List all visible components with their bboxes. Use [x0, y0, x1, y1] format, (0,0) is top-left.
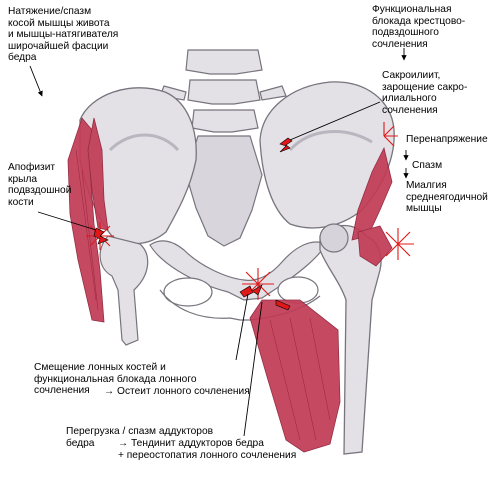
lumbar-vertebrae — [159, 49, 287, 133]
label-myalgia: Миалгия среднеягодичной мышцы — [406, 180, 488, 215]
label-sacroiliac-block: Функциональная блокада крестцово- подвзд… — [372, 4, 466, 50]
left-obturator-foramen — [163, 277, 213, 307]
label-spasm: Спазм — [412, 160, 443, 171]
right-obturator-foramen — [277, 276, 319, 304]
left-femur — [99, 235, 149, 346]
pain-markers — [86, 122, 414, 300]
adductor-muscles — [249, 299, 341, 453]
label-osteitis: → Остеит лонного сочленения — [104, 386, 250, 397]
label-tension: Натяжение/спазм косой мышцы живота и мыш… — [8, 6, 119, 64]
pain-zigzags — [93, 137, 293, 311]
label-adductor-tendinitis: → Тендинит аддукторов бедра + переостопа… — [118, 438, 297, 461]
right-ilium — [259, 81, 395, 229]
label-overstrain: Перенапряжение — [406, 134, 488, 145]
muscles — [67, 117, 393, 453]
label-adductor-overload: Перегрузка / спазм аддукторов бедра — [66, 426, 214, 449]
label-apophysitis: Апофизит крыла подвздошной кости — [8, 162, 72, 208]
left-oblique-muscle — [87, 117, 109, 231]
right-abductor-muscle — [357, 225, 393, 267]
label-pubic-shift: Смещение лонных костей и функциональная … — [34, 362, 197, 397]
pointer-lines — [29, 48, 409, 437]
right-femoral-head — [319, 223, 349, 253]
pubic-bones — [149, 240, 327, 301]
label-sacroiliitis: Сакроилиит, зарощение сакро- илиального … — [382, 70, 468, 116]
sacrum — [185, 135, 263, 247]
